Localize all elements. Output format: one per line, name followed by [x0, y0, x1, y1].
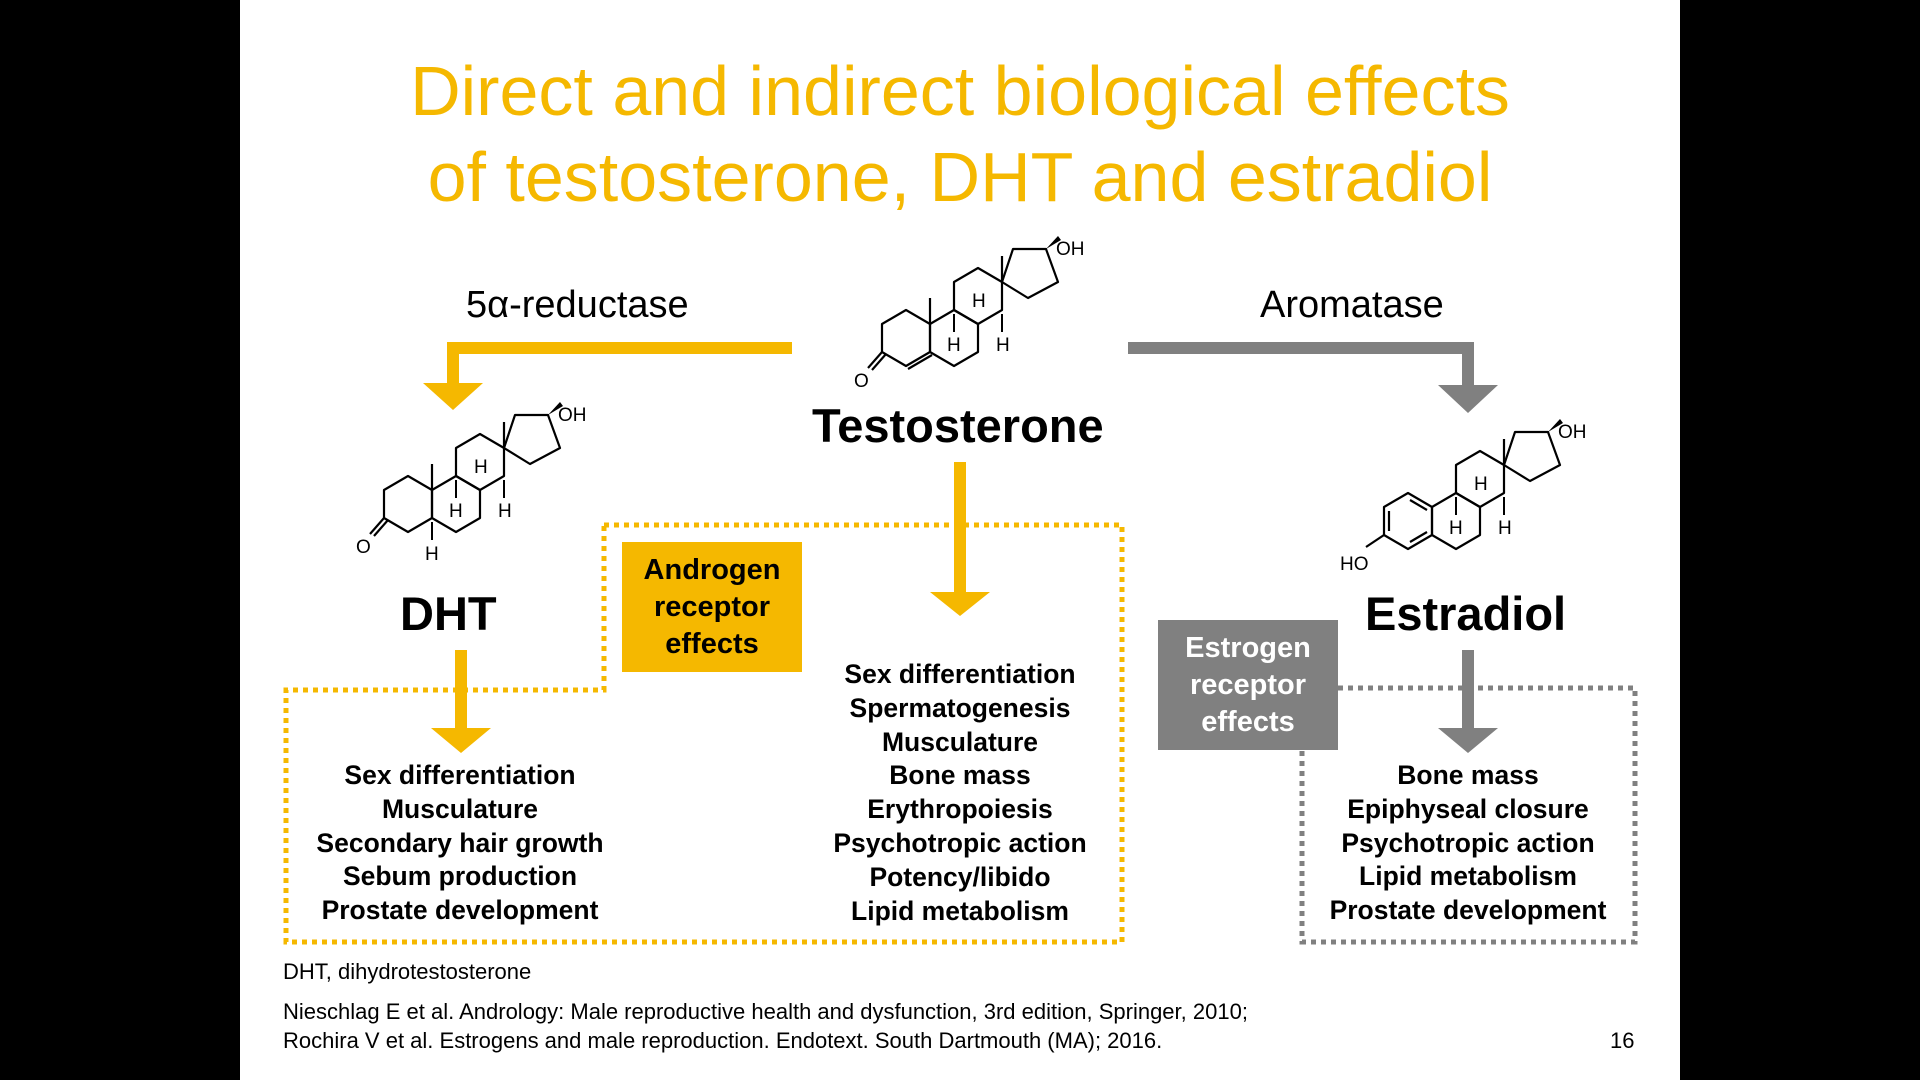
reductase-label: 5α-reductase — [466, 284, 689, 326]
list-item: Prostate development — [321, 895, 599, 926]
androgen-effects-frame — [283, 522, 1125, 945]
list-item: Psychotropic action — [1341, 827, 1595, 858]
dht-effects-list: Sex differentiation Musculature Secondar… — [300, 759, 620, 928]
androgen-receptor-box: Androgen receptor effects — [622, 542, 802, 672]
reference-2: Rochira V et al. Estrogens and male repr… — [283, 1028, 1163, 1053]
slide: Direct and indirect biological effects o… — [240, 0, 1680, 1080]
list-item: Prostate development — [1329, 895, 1607, 926]
list-item: Spermatogenesis — [849, 692, 1071, 723]
testosterone-structure: OH H H H O — [854, 236, 1085, 392]
estrogen-effects-frame — [1299, 685, 1638, 945]
slide-title: Direct and indirect biological effects o… — [240, 48, 1680, 220]
list-item: Lipid metabolism — [1359, 861, 1577, 892]
list-item: Erythropoiesis — [867, 794, 1053, 825]
testosterone-label: Testosterone — [812, 399, 1104, 452]
title-line-2: of testosterone, DHT and estradiol — [427, 138, 1493, 216]
estrogen-box-line-2: receptor — [1189, 668, 1307, 701]
dht-h-label-3: H — [498, 501, 512, 522]
reference-1: Nieschlag E et al. Andrology: Male repro… — [283, 999, 1248, 1024]
title-line-1: Direct and indirect biological effects — [410, 52, 1510, 130]
testosterone-h-label-2: H — [947, 335, 961, 356]
estradiol-oh-label: OH — [1558, 422, 1587, 443]
dht-h-label-4: H — [425, 544, 439, 565]
list-item: Bone mass — [889, 760, 1031, 791]
estradiol-h-label-2: H — [1449, 518, 1463, 539]
dht-o-label: O — [356, 537, 371, 558]
dht-label: DHT — [400, 587, 497, 640]
estradiol-h-label-3: H — [1498, 518, 1512, 539]
testosterone-o-label: O — [854, 371, 869, 392]
dht-h-label-2: H — [449, 501, 463, 522]
diagram-arrows — [283, 342, 1638, 945]
list-item: Potency/libido — [869, 861, 1051, 892]
list-item: Sebum production — [342, 861, 578, 892]
list-item: Sex differentiation — [844, 659, 1076, 689]
estrogen-box-line-3: effects — [1201, 705, 1295, 738]
androgen-box-line-2: receptor — [653, 590, 771, 623]
list-item: Musculature — [381, 793, 539, 824]
list-item: Bone mass — [1397, 760, 1539, 790]
androgen-box-line-1: Androgen — [643, 553, 781, 586]
estrogen-box-line-1: Estrogen — [1185, 631, 1311, 664]
testosterone-down-arrow-head — [930, 592, 990, 616]
dht-oh-label: OH — [558, 405, 587, 426]
dht-h-label-1: H — [474, 457, 488, 478]
list-item: Secondary hair growth — [316, 827, 604, 858]
aromatase-arrow-shaft — [1128, 342, 1474, 385]
testosterone-h-label-3: H — [996, 335, 1010, 356]
estrogen-receptor-box: Estrogen receptor effects — [1158, 620, 1338, 750]
testosterone-h-label-1: H — [972, 291, 986, 312]
estradiol-structure: OH H H H HO — [1340, 419, 1587, 575]
page-number: 16 — [1610, 1028, 1635, 1053]
reductase-arrow-shaft — [447, 342, 792, 383]
list-item: Lipid metabolism — [851, 895, 1069, 926]
aromatase-arrow-head — [1438, 385, 1498, 413]
list-item: Sex differentiation — [344, 760, 576, 790]
estradiol-ho-label: HO — [1340, 554, 1369, 575]
aromatase-label: Aromatase — [1260, 284, 1444, 326]
reductase-arrow-head — [423, 383, 483, 410]
dht-structure: OH H H H H O — [356, 402, 587, 565]
list-item: Psychotropic action — [833, 827, 1087, 858]
testosterone-oh-label: OH — [1056, 239, 1085, 260]
list-item: Musculature — [881, 726, 1039, 757]
testosterone-effects-list: Sex differentiation Spermatogenesis Musc… — [800, 658, 1120, 928]
list-item: Epiphyseal closure — [1347, 793, 1589, 824]
estradiol-down-arrow-head — [1438, 728, 1498, 753]
estradiol-h-label-1: H — [1474, 474, 1488, 495]
dht-down-arrow-head — [431, 728, 491, 753]
abbreviation-note: DHT, dihydrotestosterone — [283, 959, 532, 984]
estradiol-effects-list: Bone mass Epiphyseal closure Psychotropi… — [1308, 759, 1628, 928]
androgen-box-line-3: effects — [665, 627, 759, 660]
estradiol-label: Estradiol — [1365, 587, 1567, 640]
